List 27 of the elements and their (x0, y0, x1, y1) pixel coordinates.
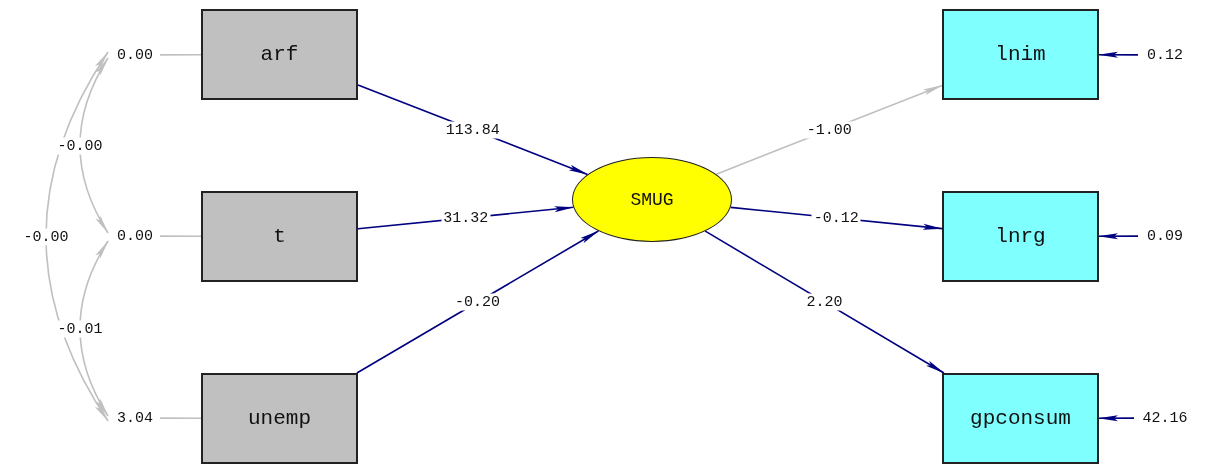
connector-line (159, 53, 202, 56)
variable-box: unemp (201, 373, 358, 464)
latent-ellipse: SMUG (572, 157, 732, 242)
edge-label: 2.20 (804, 293, 845, 311)
edge-label: 113.84 (443, 121, 502, 139)
value-label: 0.09 (1138, 226, 1192, 246)
variable-box: lnrg (942, 191, 1099, 282)
path-arrow (356, 230, 600, 374)
value-label: 0.00 (110, 226, 160, 246)
variable-box: arf (201, 9, 358, 100)
value-label: 3.04 (110, 408, 160, 428)
path-arrow (1098, 51, 1139, 58)
connector-line (159, 235, 202, 238)
covariance-arrow (79, 57, 109, 234)
edge-label: -1.00 (804, 121, 854, 139)
variable-box: lnim (942, 9, 1099, 100)
variable-box: gpconsum (942, 373, 1099, 464)
variable-box: t (201, 191, 358, 282)
edge-label: -0.00 (55, 137, 105, 154)
connector-line (159, 417, 202, 420)
path-arrow (1098, 233, 1139, 240)
covariance-arrow (79, 240, 109, 417)
path-arrow (1098, 415, 1135, 422)
value-label: 0.12 (1138, 45, 1192, 65)
value-label: 42.16 (1134, 408, 1196, 428)
edge-label: -0.01 (55, 320, 105, 337)
value-label: 0.00 (110, 45, 160, 65)
